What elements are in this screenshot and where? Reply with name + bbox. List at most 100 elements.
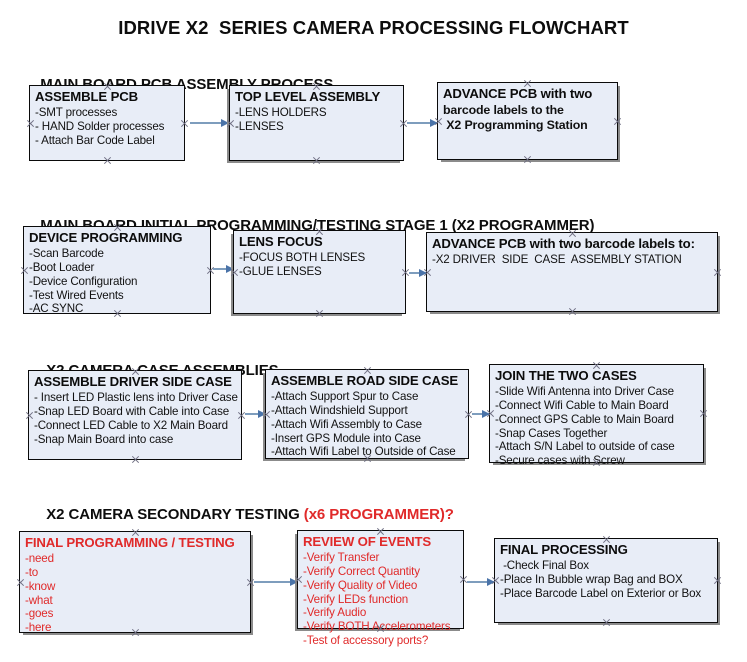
connection-handle-bottom[interactable]	[363, 454, 372, 463]
node-lens-focus[interactable]: LENS FOCUS -FOCUS BOTH LENSES -GLUE LENS…	[233, 230, 406, 314]
node-title: JOIN THE TWO CASES	[495, 368, 637, 383]
connection-handle-right[interactable]	[699, 409, 708, 418]
connection-handle-right[interactable]	[206, 266, 215, 275]
node-line: - Attach Bar Code Label	[35, 133, 155, 147]
node-body: ASSEMBLE PCB -SMT processes - HAND Solde…	[30, 86, 184, 148]
node-line: - HAND Solder processes	[35, 119, 165, 133]
connection-handle-bottom[interactable]	[131, 628, 140, 637]
node-line: -SMT processes	[35, 105, 118, 119]
connection-handle-bottom[interactable]	[315, 309, 324, 318]
connection-handle-bottom[interactable]	[592, 458, 601, 467]
connection-handle-bottom[interactable]	[602, 618, 611, 627]
node-final-processing[interactable]: FINAL PROCESSING -Check Final Box -Place…	[494, 538, 718, 623]
connection-handle-left[interactable]	[294, 575, 303, 584]
connection-handle-top[interactable]	[312, 82, 321, 91]
node-device-programming[interactable]: DEVICE PROGRAMMING -Scan Barcode -Boot L…	[20, 223, 211, 316]
node-final-programming-testing[interactable]: FINAL PROGRAMMING / TESTING -need -to -k…	[16, 528, 251, 635]
node-line: - Insert LED Plastic lens into Driver Ca…	[34, 390, 238, 404]
node-line: -GLUE LENSES	[239, 264, 322, 278]
connection-handle-right[interactable]	[713, 576, 722, 585]
connection-handle-left[interactable]	[423, 268, 432, 277]
connection-handle-bottom[interactable]	[113, 309, 122, 318]
node-line: -Device Configuration	[29, 274, 138, 288]
node-line: -Verify Correct Quantity	[303, 564, 420, 578]
node-line: -LENSES	[235, 119, 284, 133]
node-line: -Place In Bubble wrap Bag and BOX	[500, 572, 683, 586]
section-heading-x2-camera-secondary-testing: X2 CAMERA SECONDARY TESTING (x6 PROGRAMM…	[30, 489, 454, 540]
node-body: ASSEMBLE ROAD SIDE CASE -Attach Support …	[266, 370, 468, 459]
node-title: ASSEMBLE ROAD SIDE CASE	[271, 373, 459, 388]
node-line: -Attach S/N Label to outside of case	[495, 440, 675, 454]
connection-handle-left[interactable]	[20, 266, 29, 275]
connection-handle-right[interactable]	[713, 268, 722, 277]
node-join-the-two-cases[interactable]: JOIN THE TWO CASES -Slide Wifi Antenna i…	[486, 361, 704, 467]
connection-handle-bottom[interactable]	[103, 156, 112, 165]
connection-handle-left[interactable]	[230, 268, 239, 277]
node-title: REVIEW OF EVENTS	[303, 534, 432, 549]
connection-handle-left[interactable]	[25, 411, 34, 420]
node-line-overflow: -Test of accessory ports?	[303, 634, 429, 648]
node-assemble-driver-side-case[interactable]: ASSEMBLE DRIVER SIDE CASE - Insert LED P…	[28, 370, 242, 460]
connection-handle-top[interactable]	[568, 229, 577, 238]
connection-handle-bottom[interactable]	[376, 624, 385, 633]
node-line: -Attach Wifi Assembly to Case	[271, 417, 422, 431]
node-title: TOP LEVEL ASSEMBLY	[235, 89, 381, 104]
node-body: REVIEW OF EVENTS -Verify Transfer -Verif…	[298, 531, 463, 648]
node-line: -need	[25, 551, 54, 565]
connection-handle-left[interactable]	[262, 410, 271, 419]
node-assemble-pcb[interactable]: ASSEMBLE PCB -SMT processes - HAND Solde…	[29, 85, 185, 161]
node-line: -Verify BOTH Accelerometers	[303, 620, 451, 634]
connection-handle-top[interactable]	[602, 535, 611, 544]
node-line: -Place Barcode Label on Exterior or Box	[500, 586, 702, 600]
connection-handle-left[interactable]	[26, 119, 35, 128]
node-assemble-road-side-case[interactable]: ASSEMBLE ROAD SIDE CASE -Attach Support …	[265, 369, 469, 459]
connection-handle-bottom[interactable]	[568, 307, 577, 316]
node-advance-pcb-to-driver-side-case-assembly[interactable]: ADVANCE PCB with two barcode labels to: …	[426, 232, 718, 312]
connection-handle-top[interactable]	[131, 367, 140, 376]
node-advance-pcb-to-x2-programming-station[interactable]: ADVANCE PCB with two barcode labels to t…	[437, 82, 618, 160]
connection-handle-left[interactable]	[434, 117, 443, 126]
connection-handle-bottom[interactable]	[312, 156, 321, 165]
node-line: -what	[25, 593, 53, 607]
connection-handle-top[interactable]	[523, 79, 532, 88]
node-title: LENS FOCUS	[239, 234, 323, 249]
arrow-final-programming-to-review-of-events	[254, 577, 298, 586]
connection-handle-right[interactable]	[613, 117, 622, 126]
arrow-assemble-pcb-to-top-level-assembly	[190, 118, 229, 127]
connection-handle-top[interactable]	[592, 361, 601, 370]
connection-handle-top[interactable]	[131, 528, 140, 537]
node-line: -LENS HOLDERS	[235, 105, 327, 119]
connection-handle-left[interactable]	[226, 119, 235, 128]
connection-handle-bottom[interactable]	[131, 455, 140, 464]
node-line: -Secure cases with Screw	[495, 454, 625, 468]
connection-handle-top[interactable]	[376, 527, 385, 536]
connection-handle-right[interactable]	[237, 411, 246, 420]
node-body: FINAL PROCESSING -Check Final Box -Place…	[495, 539, 717, 601]
connection-handle-left[interactable]	[16, 578, 25, 587]
connection-handle-left[interactable]	[491, 576, 500, 585]
node-body: DEVICE PROGRAMMING -Scan Barcode -Boot L…	[24, 227, 210, 316]
connection-handle-top[interactable]	[103, 82, 112, 91]
node-line: -AC SYNC	[29, 302, 84, 316]
connection-handle-bottom[interactable]	[523, 155, 532, 164]
node-line: -Connect Wifi Cable to Main Board	[495, 398, 669, 412]
connection-handle-top[interactable]	[363, 366, 372, 375]
node-line: -goes	[25, 607, 54, 621]
section-heading-accent: (x6 PROGRAMMER)?	[303, 506, 454, 523]
connection-handle-right[interactable]	[180, 119, 189, 128]
node-top-level-assembly[interactable]: TOP LEVEL ASSEMBLY -LENS HOLDERS -LENSES	[229, 85, 404, 161]
connection-handle-top[interactable]	[315, 227, 324, 236]
node-line: -Connect GPS Cable to Main Board	[495, 412, 674, 426]
node-body: JOIN THE TWO CASES -Slide Wifi Antenna i…	[490, 365, 703, 468]
node-title: DEVICE PROGRAMMING	[29, 230, 183, 245]
arrow-top-level-assembly-to-advance-pcb	[407, 118, 438, 127]
node-title: ADVANCE PCB with two	[443, 86, 593, 101]
connection-handle-top[interactable]	[113, 223, 122, 232]
node-line: -Verify LEDs function	[303, 592, 409, 606]
node-line: -here	[25, 621, 52, 635]
node-body: ADVANCE PCB with two barcode labels to t…	[438, 83, 617, 133]
node-review-of-events[interactable]: REVIEW OF EVENTS -Verify Transfer -Verif…	[294, 527, 464, 647]
connection-handle-left[interactable]	[486, 409, 495, 418]
section-heading-text: X2 CAMERA SECONDARY TESTING	[46, 506, 304, 523]
